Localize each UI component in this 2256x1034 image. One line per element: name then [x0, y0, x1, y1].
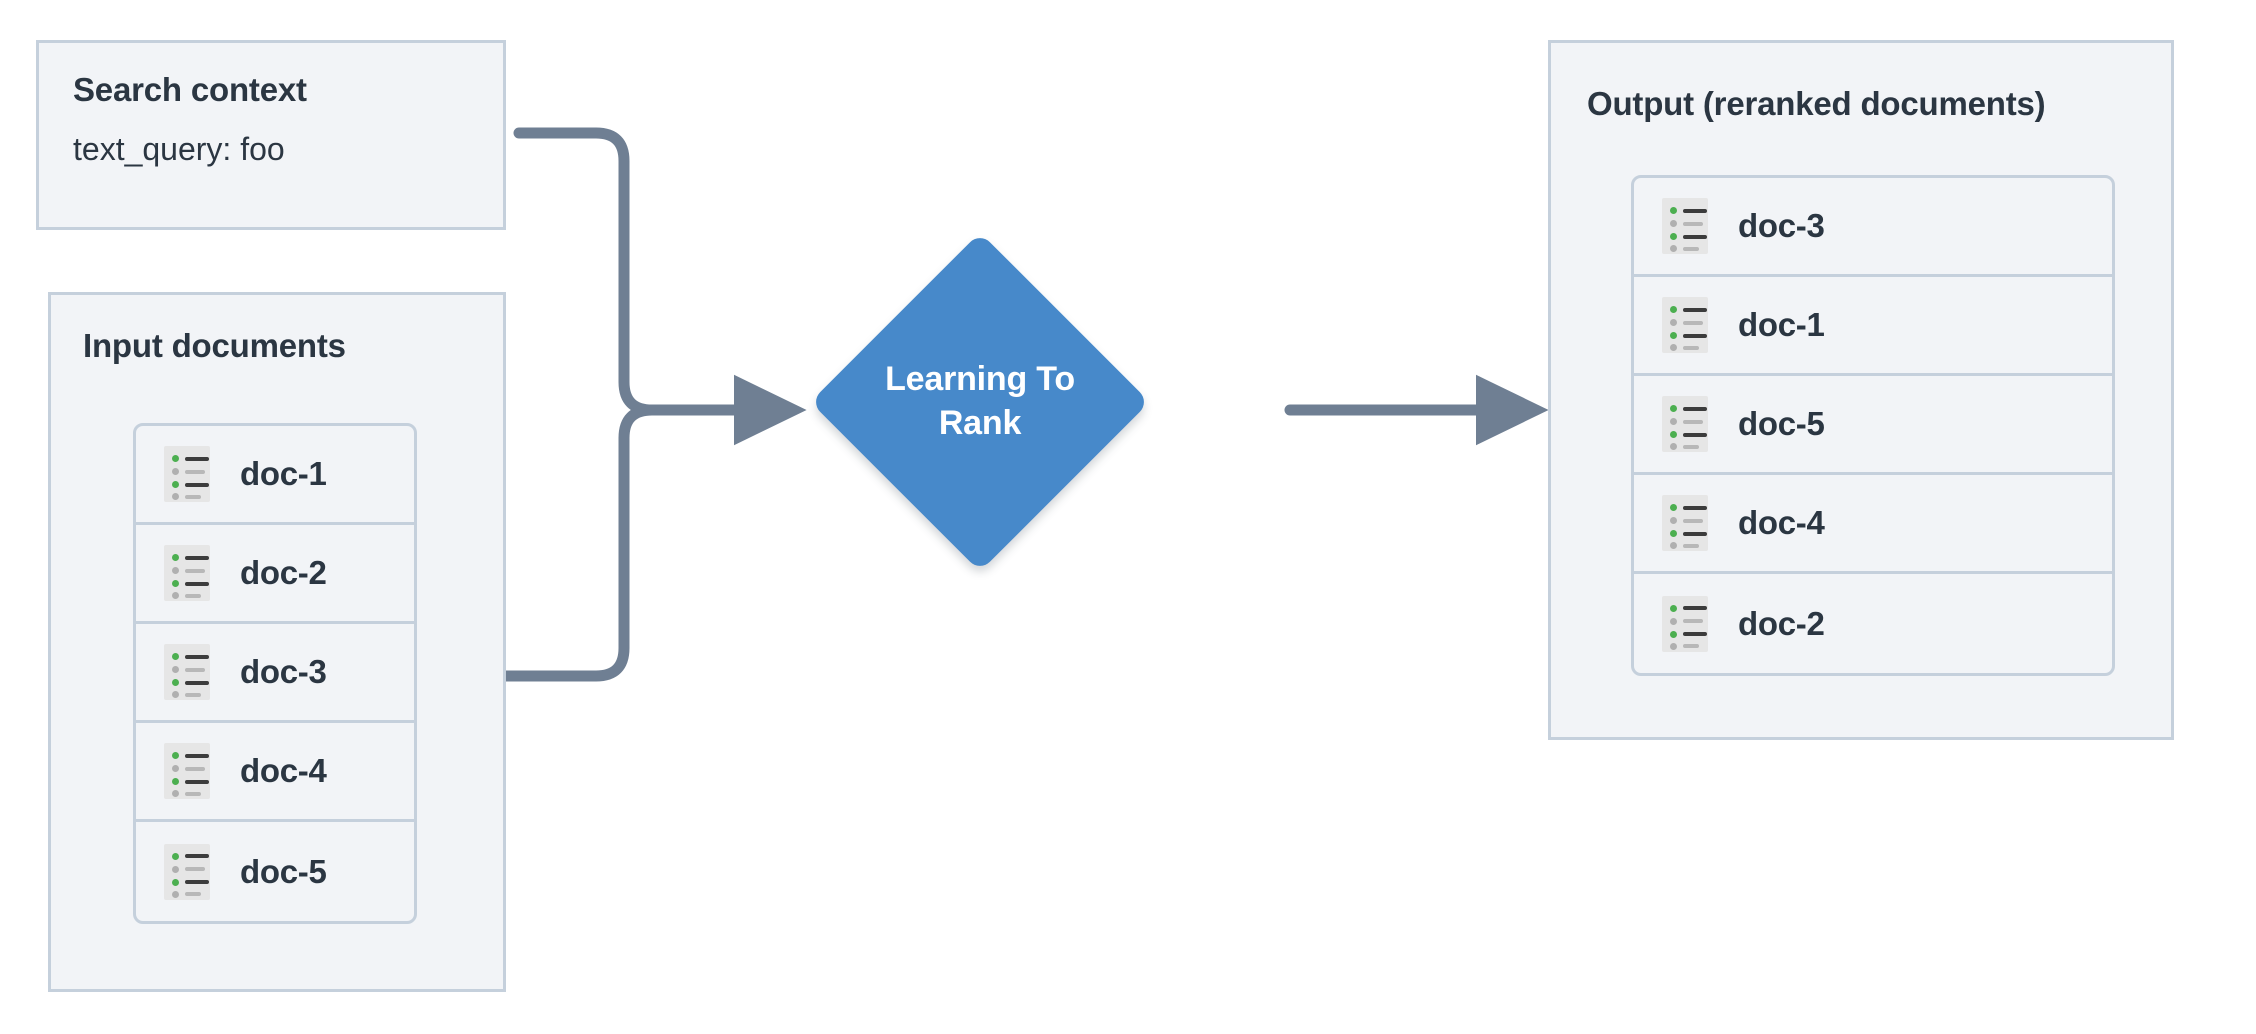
document-list-icon — [164, 545, 210, 601]
input-documents-title: Input documents — [83, 327, 346, 364]
document-list-icon — [164, 843, 210, 900]
document-list-icon — [164, 644, 210, 700]
list-item-label: doc-5 — [240, 852, 327, 890]
list-item-label: doc-2 — [240, 554, 327, 591]
input-documents-panel: Input documents doc-1 doc-2 — [48, 292, 506, 992]
document-list-icon — [1662, 198, 1708, 254]
document-list-icon — [1662, 595, 1708, 652]
list-item-label: doc-5 — [1738, 405, 1825, 442]
search-context-panel: Search context text_query: foo — [36, 40, 506, 230]
list-item[interactable]: doc-4 — [1634, 475, 2112, 574]
list-item[interactable]: doc-3 — [1634, 178, 2112, 277]
list-item[interactable]: doc-1 — [1634, 277, 2112, 376]
input-documents-list: doc-1 doc-2 doc-3 — [133, 423, 417, 924]
output-panel-title: Output (reranked documents) — [1587, 85, 2046, 122]
search-context-query: text_query: foo — [73, 131, 285, 167]
search-context-title: Search context — [73, 71, 307, 108]
document-list-icon — [1662, 396, 1708, 452]
list-item[interactable]: doc-2 — [136, 525, 414, 624]
list-item-label: doc-1 — [1738, 306, 1825, 343]
document-list-icon — [1662, 495, 1708, 551]
learning-to-rank-node[interactable]: Learning To Rank — [810, 232, 1150, 572]
list-item[interactable]: doc-1 — [136, 426, 414, 525]
document-list-icon — [164, 743, 210, 799]
list-item-label: doc-2 — [1738, 604, 1825, 642]
list-item[interactable]: doc-4 — [136, 723, 414, 822]
list-item[interactable]: doc-5 — [136, 822, 414, 921]
output-panel: Output (reranked documents) doc-3 — [1548, 40, 2174, 740]
document-list-icon — [164, 446, 210, 502]
list-item-label: doc-3 — [240, 653, 327, 690]
document-list-icon — [1662, 297, 1708, 353]
list-item[interactable]: doc-3 — [136, 624, 414, 723]
list-item-label: doc-4 — [1738, 504, 1825, 541]
list-item-label: doc-3 — [1738, 207, 1825, 244]
list-item-label: doc-1 — [240, 455, 327, 492]
connector-search-context-to-ltr — [513, 127, 706, 416]
diamond-shape — [810, 232, 1150, 572]
connector-input-documents-to-ltr — [500, 404, 706, 682]
list-item[interactable]: doc-2 — [1634, 574, 2112, 673]
list-item-label: doc-4 — [240, 752, 327, 789]
list-item[interactable]: doc-5 — [1634, 376, 2112, 475]
output-documents-list: doc-3 doc-1 doc-5 — [1631, 175, 2115, 676]
